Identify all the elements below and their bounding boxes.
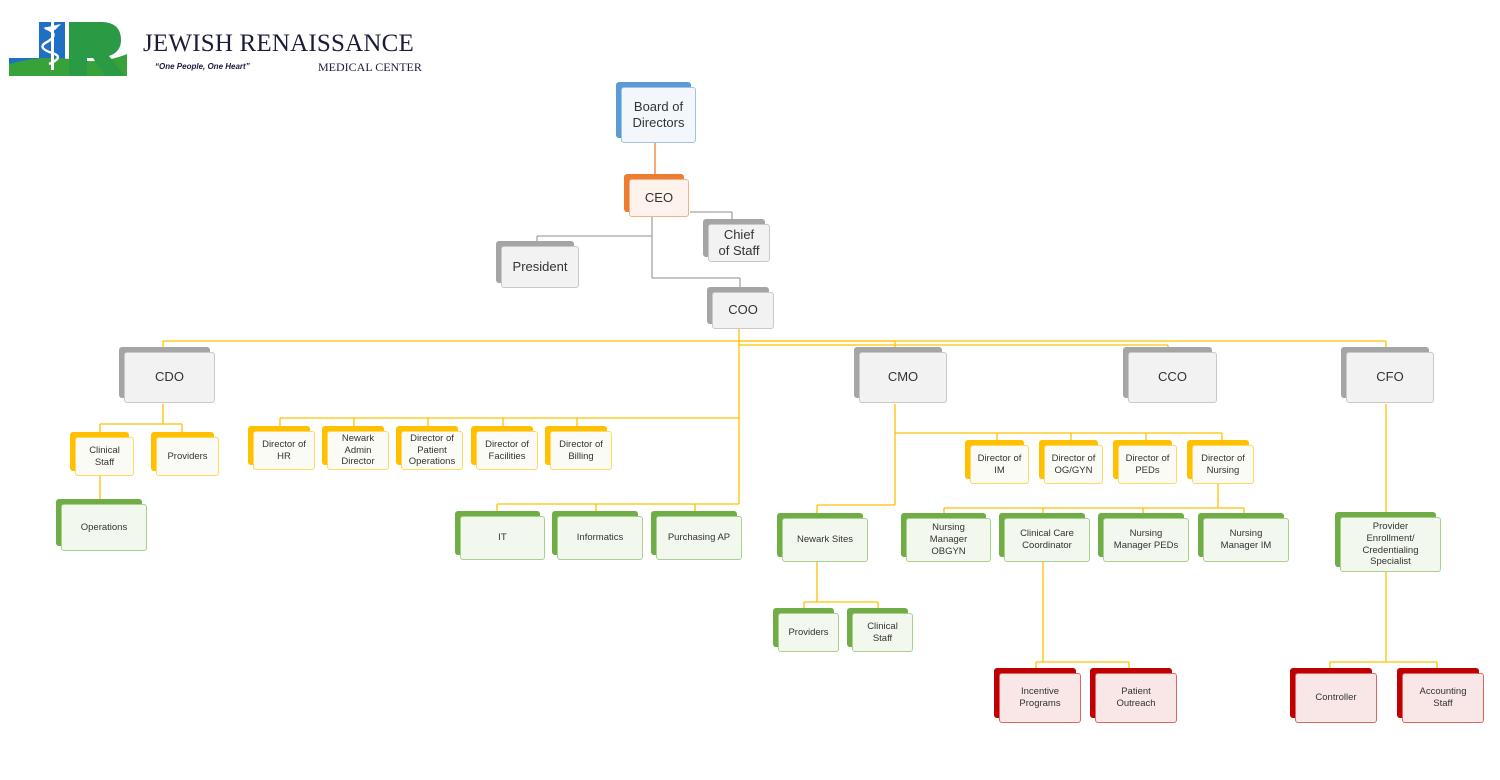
operations-label: Operations — [61, 504, 147, 551]
it-node: IT — [455, 511, 545, 560]
controller-label: Controller — [1295, 673, 1377, 723]
board-of-directors-label: Board of Directors — [621, 87, 696, 143]
newark-admin-director-node: Newark Admin Director — [322, 426, 389, 470]
president-node: President — [496, 241, 579, 288]
cdo-clinical-staff-label: Clinical Staff — [75, 437, 134, 476]
org-tagline: “One People, One Heart” — [155, 62, 250, 71]
cmo-providers-node: Providers — [773, 608, 839, 652]
nursing-manager-im-node: Nursing Manager IM — [1198, 513, 1289, 562]
director-peds-node: Director of PEDs — [1113, 440, 1177, 484]
director-billing-label: Director of Billing — [550, 431, 612, 470]
coo-label: COO — [712, 292, 774, 329]
cmo-clinical-staff-label: Clinical Staff — [852, 613, 913, 652]
accounting-staff-label: Accounting Staff — [1402, 673, 1484, 723]
cdo-label: CDO — [124, 352, 215, 403]
cco-node: CCO — [1123, 347, 1217, 403]
cmo-clinical-staff-node: Clinical Staff — [847, 608, 913, 652]
director-facilities-node: Director of Facilities — [471, 426, 538, 470]
director-og-gyn-label: Director of OG/GYN — [1044, 445, 1103, 484]
provider-enrollment-node: Provider Enrollment/ Credentialing Speci… — [1335, 512, 1441, 572]
cco-label: CCO — [1128, 352, 1217, 403]
clinical-care-coordinator-label: Clinical Care Coordinator — [1004, 518, 1090, 562]
accounting-staff-node: Accounting Staff — [1397, 668, 1484, 723]
org-subtitle: MEDICAL CENTER — [318, 60, 422, 74]
purchasing-ap-label: Purchasing AP — [656, 516, 742, 560]
coo-node: COO — [707, 287, 774, 329]
incentive-programs-node: Incentive Programs — [994, 668, 1081, 723]
patient-outreach-label: Patient Outreach — [1095, 673, 1177, 723]
director-billing-node: Director of Billing — [545, 426, 612, 470]
cdo-providers-node: Providers — [151, 432, 219, 476]
director-hr-node: Director of HR — [248, 426, 315, 470]
cmo-label: CMO — [859, 352, 947, 403]
it-label: IT — [460, 516, 545, 560]
management-connectors — [99, 329, 1438, 670]
director-nursing-label: Director of Nursing — [1192, 445, 1254, 484]
cfo-node: CFO — [1341, 347, 1434, 403]
newark-admin-director-label: Newark Admin Director — [327, 431, 389, 470]
director-im-label: Director of IM — [970, 445, 1029, 484]
director-facilities-label: Director of Facilities — [476, 431, 538, 470]
clinical-care-coordinator-node: Clinical Care Coordinator — [999, 513, 1090, 562]
director-og-gyn-node: Director of OG/GYN — [1039, 440, 1103, 484]
chief-of-staff-label: Chief of Staff — [708, 224, 770, 262]
provider-enrollment-label: Provider Enrollment/ Credentialing Speci… — [1340, 517, 1441, 572]
cdo-node: CDO — [119, 347, 215, 403]
controller-node: Controller — [1290, 668, 1377, 723]
org-name: JEWISH RENAISSANCE — [143, 30, 414, 57]
nursing-manager-peds-node: Nursing Manager PEDs — [1098, 513, 1189, 562]
director-im-node: Director of IM — [965, 440, 1029, 484]
ceo-node: CEO — [624, 174, 689, 217]
nursing-manager-im-label: Nursing Manager IM — [1203, 518, 1289, 562]
director-hr-label: Director of HR — [253, 431, 315, 470]
purchasing-ap-node: Purchasing AP — [651, 511, 742, 560]
director-patient-operations-node: Director of Patient Operations — [396, 426, 463, 470]
cmo-node: CMO — [854, 347, 947, 403]
cdo-clinical-staff-node: Clinical Staff — [70, 432, 134, 476]
nursing-manager-obgyn-node: Nursing Manager OBGYN — [901, 513, 991, 562]
cmo-providers-label: Providers — [778, 613, 839, 652]
informatics-node: Informatics — [552, 511, 643, 560]
director-nursing-node: Director of Nursing — [1187, 440, 1254, 484]
chief-of-staff-node: Chief of Staff — [703, 219, 770, 262]
president-label: President — [501, 246, 579, 288]
nursing-manager-peds-label: Nursing Manager PEDs — [1103, 518, 1189, 562]
informatics-label: Informatics — [557, 516, 643, 560]
patient-outreach-node: Patient Outreach — [1090, 668, 1177, 723]
operations-node: Operations — [56, 499, 147, 551]
jr-logo-icon — [9, 20, 127, 76]
ceo-label: CEO — [629, 179, 689, 217]
newark-sites-label: Newark Sites — [782, 518, 868, 562]
nursing-manager-obgyn-label: Nursing Manager OBGYN — [906, 518, 991, 562]
incentive-programs-label: Incentive Programs — [999, 673, 1081, 723]
cdo-providers-label: Providers — [156, 437, 219, 476]
director-patient-operations-label: Director of Patient Operations — [401, 431, 463, 470]
director-peds-label: Director of PEDs — [1118, 445, 1177, 484]
newark-sites-node: Newark Sites — [777, 513, 868, 562]
cfo-label: CFO — [1346, 352, 1434, 403]
organization-logo: JEWISH RENAISSANCE “One People, One Hear… — [5, 14, 435, 80]
board-of-directors-node: Board of Directors — [616, 82, 696, 143]
